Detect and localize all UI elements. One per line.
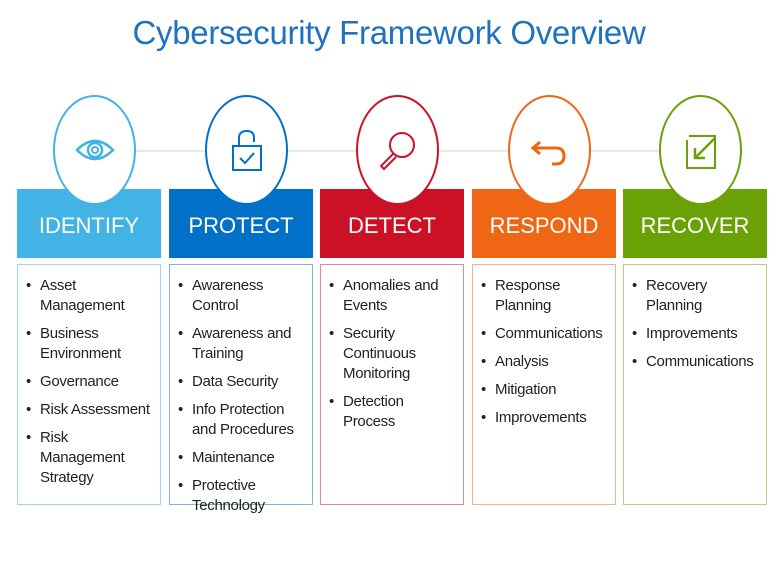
list-item: Detection Process	[329, 392, 457, 432]
list-item: Asset Management	[26, 276, 154, 316]
column-respond: RESPOND Response PlanningCommunicationsA…	[472, 0, 616, 561]
list-item: Risk Assessment	[26, 400, 154, 420]
list-item: Security Continuous Monitoring	[329, 324, 457, 384]
recover-icon-circle	[659, 95, 742, 205]
respond-icon-circle	[508, 95, 591, 205]
recover-list: Recovery PlanningImprovementsCommunicati…	[623, 264, 767, 505]
identify-icon-circle	[53, 95, 136, 205]
column-identify: IDENTIFY Asset ManagementBusiness Enviro…	[17, 0, 161, 561]
list-item: Anomalies and Events	[329, 276, 457, 316]
magnifier-icon	[379, 132, 415, 171]
lock-check-icon	[231, 129, 262, 171]
list-item: Mitigation	[481, 380, 609, 400]
column-protect: PROTECT Awareness ControlAwareness and T…	[169, 0, 313, 561]
list-item: Communications	[632, 352, 760, 372]
list-item: Risk Management Strategy	[26, 428, 154, 488]
list-item: Improvements	[632, 324, 760, 344]
detect-list: Anomalies and EventsSecurity Continuous …	[320, 264, 464, 505]
eye-icon	[74, 139, 115, 161]
list-item: Info Protection and Procedures	[178, 400, 306, 440]
list-item: Response Planning	[481, 276, 609, 316]
column-detect: DETECT Anomalies and EventsSecurity Cont…	[320, 0, 464, 561]
list-item: Analysis	[481, 352, 609, 372]
list-item: Business Environment	[26, 324, 154, 364]
page-title: Cybersecurity Framework Overview	[132, 14, 646, 51]
list-item: Communications	[481, 324, 609, 344]
list-item: Awareness and Training	[178, 324, 306, 364]
list-item: Awareness Control	[178, 276, 306, 316]
list-item: Recovery Planning	[632, 276, 760, 316]
column-recover: RECOVER Recovery PlanningImprovementsCom…	[623, 0, 767, 561]
list-item: Improvements	[481, 408, 609, 428]
detect-icon-circle	[356, 95, 439, 205]
list-item: Maintenance	[178, 448, 306, 468]
protect-list: Awareness ControlAwareness and TrainingD…	[169, 264, 313, 514]
list-item: Governance	[26, 372, 154, 392]
recover-arrow-icon	[685, 135, 716, 169]
list-item: Data Security	[178, 372, 306, 392]
identify-list: Asset ManagementBusiness EnvironmentGove…	[17, 264, 161, 505]
respond-header: RESPOND	[472, 189, 616, 258]
return-arrow-icon	[530, 140, 566, 166]
protect-icon-circle	[205, 95, 288, 205]
protect-header: PROTECT	[169, 189, 313, 258]
respond-list: Response PlanningCommunicationsAnalysisM…	[472, 264, 616, 505]
list-item: Protective Technology	[178, 476, 306, 516]
